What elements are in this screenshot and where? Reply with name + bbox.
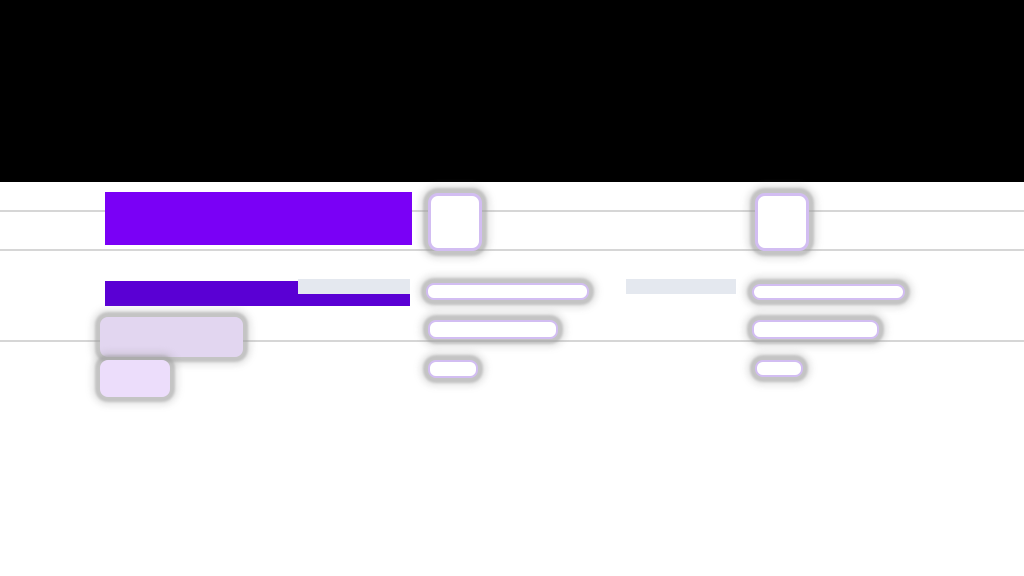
right-text-placeholder-1 <box>752 284 905 300</box>
text-line-placeholder-gray-2 <box>626 279 736 294</box>
divider-line <box>0 210 1024 212</box>
middle-text-placeholder-2 <box>428 320 558 339</box>
title-placeholder <box>105 192 412 245</box>
header-banner <box>0 0 1024 182</box>
right-text-placeholder-2 <box>752 320 879 339</box>
left-chip-placeholder-2 <box>100 360 170 397</box>
text-line-placeholder-gray-1 <box>298 279 410 294</box>
thumbnail-placeholder-2 <box>755 193 809 251</box>
middle-text-placeholder-3 <box>428 360 478 378</box>
thumbnail-placeholder-1 <box>428 193 482 251</box>
right-text-placeholder-3 <box>755 360 803 377</box>
divider-line <box>0 340 1024 342</box>
left-chip-placeholder-1 <box>100 317 243 357</box>
divider-line <box>0 249 1024 251</box>
middle-text-placeholder-1 <box>426 283 589 300</box>
